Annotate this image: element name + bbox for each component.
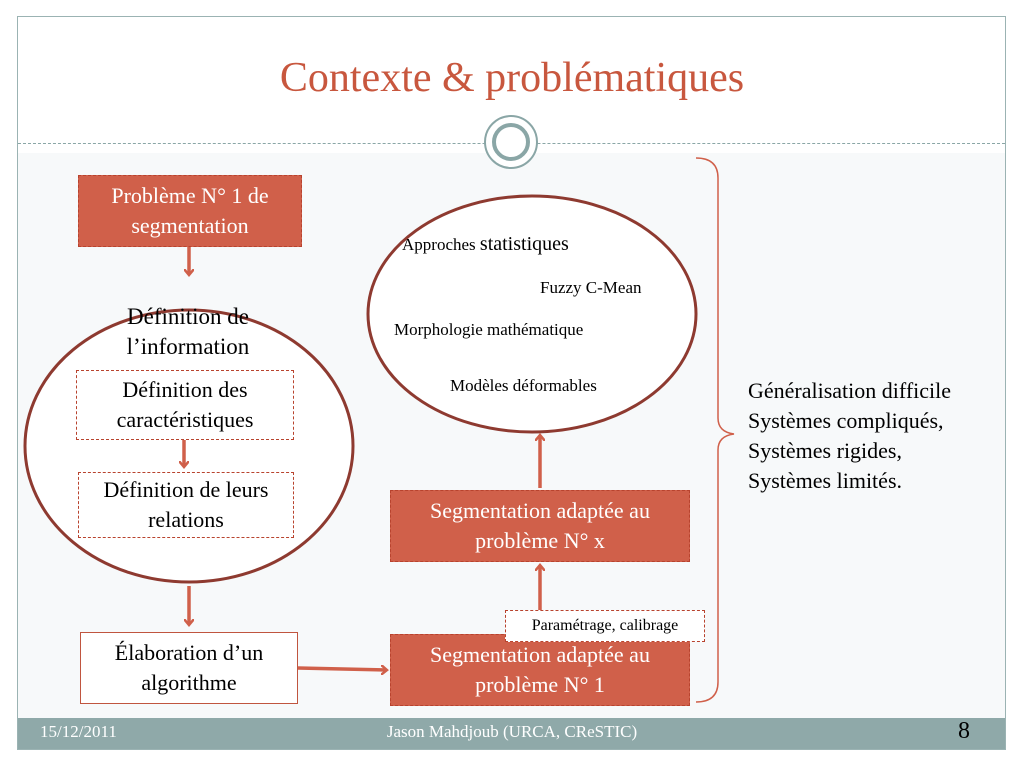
footer-bar — [18, 718, 1005, 749]
probleme-1-box: Problème N° 1 de segmentation — [78, 175, 302, 247]
footer-date: 15/12/2011 — [40, 722, 117, 741]
approaches-word: statistiques — [479, 233, 569, 255]
parametrage-box: Paramétrage, calibrage — [505, 610, 705, 642]
page-number: 8 — [958, 718, 970, 744]
definition-information-text: Définition de l’information — [126, 304, 250, 359]
footer-author: Jason Mahdjoub (URCA, CReSTIC) — [386, 722, 638, 741]
modeles-deformables-text: Modèles déformables — [450, 376, 597, 395]
segmentation-1-box: Segmentation adaptée au problème N° 1 — [390, 634, 690, 706]
approaches-prefix: Approches — [402, 235, 480, 254]
conclusion-2: Systèmes compliqués, — [748, 408, 944, 433]
fuzzy-c-mean-text: Fuzzy C-Mean — [540, 278, 642, 297]
definition-caracteristiques-box: Définition des caractéristiques — [76, 370, 294, 440]
segmentation-x-box: Segmentation adaptée au problème N° x — [390, 490, 690, 562]
curly-brace — [695, 157, 735, 703]
elaboration-box: Élaboration d’un algorithme — [80, 632, 298, 704]
arrow-elaboration-to-segmentation — [297, 668, 386, 670]
morphologie-text: Morphologie mathématique — [394, 320, 584, 339]
approaches-line: Approches statistiques — [402, 232, 569, 258]
circle-ornament-icon — [484, 115, 538, 169]
conclusion-4: Systèmes limités. — [748, 468, 902, 493]
conclusion-1: Généralisation difficile — [748, 378, 952, 403]
conclusion-3: Systèmes rigides, — [748, 438, 902, 463]
approaches-ellipse — [366, 194, 698, 434]
definition-relations-box: Définition de leurs relations — [78, 472, 294, 538]
slide-title: Contexte & problématiques — [279, 55, 745, 101]
